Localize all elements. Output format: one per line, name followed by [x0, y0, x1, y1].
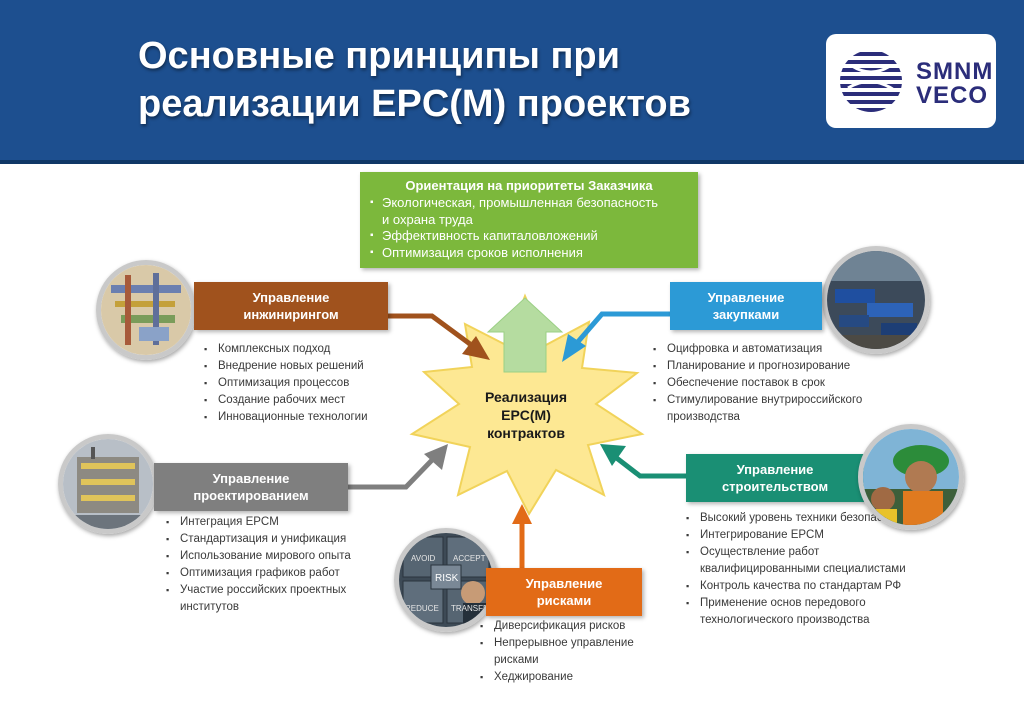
offshore-module-image	[63, 439, 153, 529]
list-item: Создание рабочих мест	[204, 392, 368, 409]
list-item: Осуществление работ	[686, 544, 913, 561]
design-arrow-icon	[424, 444, 448, 470]
risk-puzzle-image: AVOID ACCEPT RISK REDUCE TRANSFER	[399, 533, 493, 627]
list-item: Оптимизация графиков работ	[166, 565, 351, 582]
list-item: Интегрирование EPCM	[686, 527, 913, 544]
risk-list: Диверсификация рисков Непрерывное управл…	[480, 618, 634, 686]
construction-label: Управление строительством	[686, 454, 864, 502]
list-item: Диверсификация рисков	[480, 618, 634, 635]
risk-arrow-icon	[512, 504, 532, 524]
engineering-photo	[96, 260, 196, 360]
globe-logo-icon	[840, 52, 902, 112]
page-title-line-2: реализации EPC(M) проектов	[138, 83, 692, 125]
reduce-word: REDUCE	[405, 604, 439, 613]
procurement-arrow-icon	[562, 334, 586, 362]
procurement-photo	[822, 246, 930, 354]
engineering-list: Комплексных подход Внедрение новых решен…	[204, 341, 368, 426]
customer-priorities-box: Ориентация на приоритеты Заказчика Эколо…	[360, 172, 698, 268]
list-item: Инновационные технологии	[204, 409, 368, 426]
risk-label: Управление рисками	[486, 568, 642, 616]
list-item: Внедрение новых решений	[204, 358, 368, 375]
pipe-yard-image	[827, 251, 925, 349]
header-bar: Основные принципы при реализации EPC(M) …	[0, 0, 1024, 164]
list-item: Использование мирового опыта	[166, 548, 351, 565]
list-item: Хеджирование	[480, 669, 634, 686]
worker-image	[863, 429, 959, 525]
list-item: квалифицированными специалистами	[700, 563, 906, 575]
list-item: Стимулирование внутрироссийского	[653, 392, 862, 409]
list-item: Комплексных подход	[204, 341, 368, 358]
list-item: Оптимизация процессов	[204, 375, 368, 392]
up-arrow-icon	[486, 297, 564, 373]
list-item: Контроль качества по стандартам РФ	[686, 578, 913, 595]
list-item: институтов	[180, 601, 240, 613]
risk-photo: AVOID ACCEPT RISK REDUCE TRANSFER	[394, 528, 498, 632]
construction-arrow-icon	[600, 444, 626, 466]
list-item: Планирование и прогнозирование	[653, 358, 862, 375]
list-item: Экологическая, промышленная безопасность	[370, 195, 698, 212]
center-label: Реализация EPC(M) контрактов	[484, 389, 567, 441]
construction-list: Высокий уровень техники безопасности Инт…	[686, 510, 913, 629]
logo-wordmark: SMNM VECO	[916, 58, 994, 109]
design-label: Управление проектированием	[154, 463, 348, 511]
list-item: и охрана труда	[382, 211, 473, 227]
construction-photo	[858, 424, 964, 530]
procurement-label: Управление закупками	[670, 282, 822, 330]
list-item: Эффективность капиталовложений	[370, 228, 698, 245]
list-item: технологического производства	[700, 614, 870, 626]
procurement-list: Оцифровка и автоматизация Планирование и…	[653, 341, 862, 426]
list-item: Стандартизация и унификация	[166, 531, 351, 548]
list-item: Участие российских проектных	[166, 582, 351, 599]
list-item: Обеспечение поставок в срок	[653, 375, 862, 392]
plant-model-image	[101, 265, 191, 355]
risk-word: RISK	[435, 573, 459, 584]
design-list: Интеграция EPCM Стандартизация и унифика…	[166, 514, 351, 616]
list-item: Высокий уровень техники безопасности	[686, 510, 913, 527]
page-title: Основные принципы при реализации EPC(M) …	[138, 32, 758, 128]
avoid-word: AVOID	[411, 554, 436, 563]
list-item: Применение основ передового	[686, 595, 913, 612]
page-title-line-1: Основные принципы при	[138, 35, 620, 77]
list-item: Непрерывное управление	[480, 635, 634, 652]
transfer-word: TRANSFER	[451, 604, 493, 613]
company-logo: SMNM VECO	[826, 34, 996, 128]
list-item: производства	[667, 411, 740, 423]
engineering-label: Управление инжинирингом	[194, 282, 388, 330]
list-item: Оцифровка и автоматизация	[653, 341, 862, 358]
list-item: Интеграция EPCM	[166, 514, 351, 531]
list-item: Оптимизация сроков исполнения	[370, 245, 698, 262]
customer-priorities-title: Ориентация на приоритеты Заказчика	[405, 178, 653, 193]
accept-word: ACCEPT	[453, 554, 486, 563]
list-item: рисками	[494, 654, 539, 666]
design-photo	[58, 434, 158, 534]
engineering-arrow-icon	[462, 336, 490, 360]
